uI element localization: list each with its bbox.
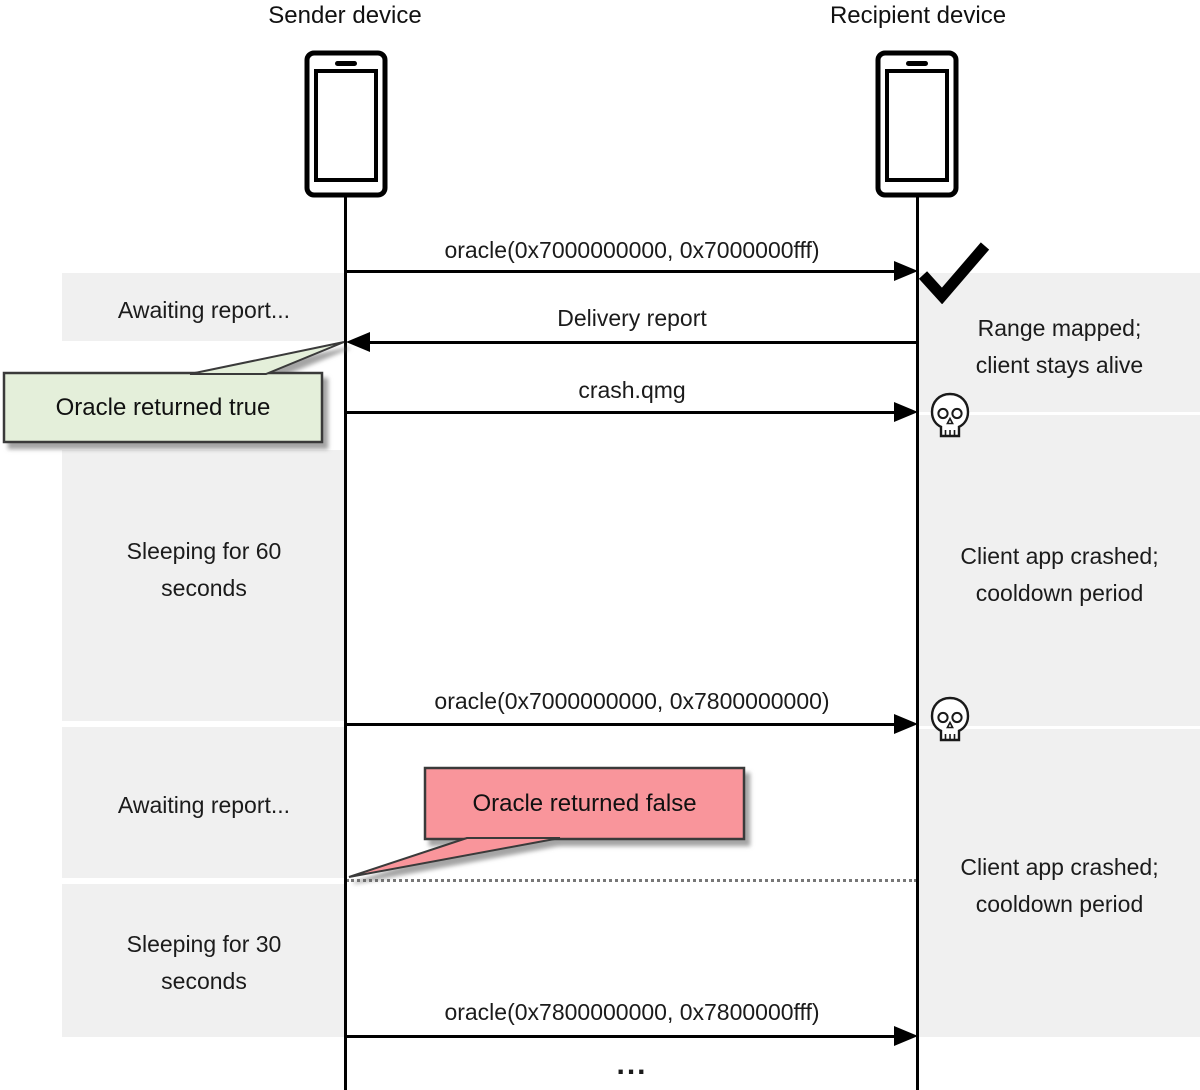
checkmark-icon (918, 242, 990, 304)
state-line: Range mapped; (977, 315, 1142, 341)
sender-state-awaiting-1: Awaiting report... (62, 292, 346, 329)
message-line-oracle-3 (347, 1035, 896, 1038)
message-label-crash-qmg: crash.qmg (578, 377, 686, 403)
state-line: seconds (161, 968, 247, 994)
message-label-oracle-3: oracle(0x7800000000, 0x7800000fff) (444, 999, 820, 1025)
state-line: Client app crashed; (960, 854, 1159, 880)
sender-band-sleeping-60 (62, 450, 346, 721)
message-line-delivery-report (368, 341, 916, 344)
state-line: cooldown period (975, 580, 1144, 606)
timeout-dotted-line (346, 879, 917, 882)
state-line: Client app crashed; (960, 543, 1159, 569)
sender-state-sleeping-60: Sleeping for 60 seconds (62, 533, 346, 607)
callout-true-bubble (2, 341, 345, 444)
arrowhead-right-icon (894, 714, 918, 734)
sender-title: Sender device (268, 2, 422, 29)
state-line: Awaiting report... (117, 297, 291, 323)
state-line: seconds (161, 575, 247, 601)
sender-band-awaiting-1 (62, 273, 346, 341)
recipient-band-alive (919, 273, 1200, 412)
callout-false-bubble (348, 766, 746, 878)
message-line-oracle-1 (347, 270, 896, 273)
callout-true-text: Oracle returned true (55, 393, 271, 421)
message-label-oracle-2: oracle(0x7000000000, 0x7800000000) (434, 688, 830, 714)
arrowhead-right-icon (894, 261, 918, 281)
arrowhead-right-icon (894, 402, 918, 422)
recipient-lifeline (916, 196, 919, 1090)
skull-icon (930, 392, 970, 438)
arrowhead-left-icon (346, 332, 370, 352)
sender-lifeline (344, 196, 347, 1090)
state-line: client stays alive (975, 352, 1144, 378)
sender-state-awaiting-2: Awaiting report... (62, 787, 346, 824)
message-label-delivery-report: Delivery report (557, 305, 707, 331)
sender-band-sleeping-30 (62, 884, 346, 1037)
continuation-ellipsis: ... (616, 1048, 648, 1081)
message-label-oracle-1: oracle(0x7000000000, 0x7000000fff) (444, 237, 820, 263)
skull-icon (930, 696, 970, 742)
arrowhead-right-icon (894, 1026, 918, 1046)
callout-false-text: Oracle returned false (472, 789, 697, 817)
sender-band-awaiting-2 (62, 727, 346, 878)
message-line-oracle-2 (347, 723, 896, 726)
state-line: cooldown period (975, 891, 1144, 917)
recipient-state-crashed-2: Client app crashed; cooldown period (919, 849, 1200, 923)
smartphone-icon (304, 50, 388, 198)
state-line: Sleeping for 30 (126, 931, 282, 957)
state-line: Sleeping for 60 (126, 538, 282, 564)
recipient-band-crashed-1 (919, 415, 1200, 726)
sender-state-sleeping-30: Sleeping for 30 seconds (62, 926, 346, 1000)
recipient-band-crashed-2 (919, 729, 1200, 1037)
recipient-title: Recipient device (829, 2, 1007, 29)
recipient-state-alive: Range mapped; client stays alive (919, 310, 1200, 384)
smartphone-icon (875, 50, 959, 198)
message-line-crash-qmg (347, 411, 896, 414)
recipient-state-crashed-1: Client app crashed; cooldown period (919, 538, 1200, 612)
state-line: Awaiting report... (117, 792, 291, 818)
